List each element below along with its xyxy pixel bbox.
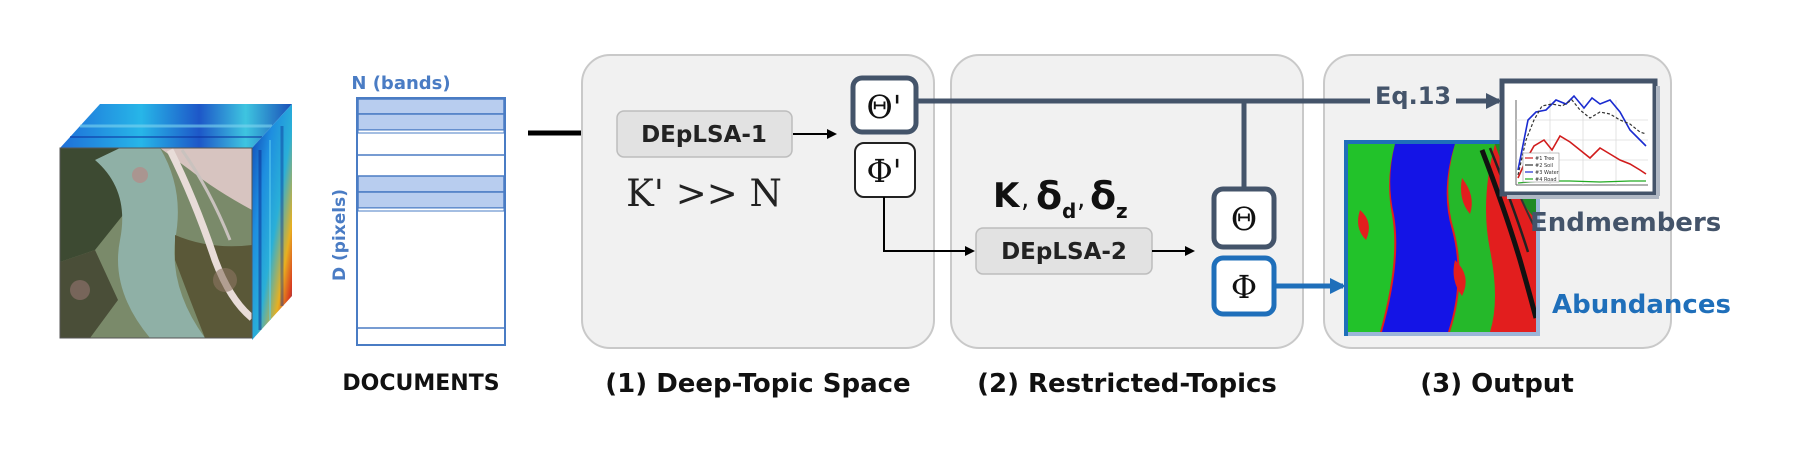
param-delta-d: δ <box>1036 174 1062 218</box>
svg-text:#1 Tree: #1 Tree <box>1535 156 1554 162</box>
svg-text:z: z <box>1116 199 1128 223</box>
panel-restricted-topics: K , δ d , δ z DEpLSA-2 Θ Φ (2) Restricte… <box>950 54 1304 399</box>
endmember-tree-line <box>1517 134 1647 179</box>
panel-2-caption: (2) Restricted-Topics <box>977 369 1277 399</box>
svg-text:,: , <box>1021 184 1029 214</box>
abundances-label: Abundances <box>1552 290 1731 320</box>
band-row <box>357 113 505 131</box>
documents-label: DOCUMENTS <box>342 371 499 396</box>
hyperspectral-cube <box>59 104 292 340</box>
eq13-label: Eq.13 <box>1375 82 1451 110</box>
cube-front-face-image <box>60 148 252 338</box>
deplsa-1-block <box>616 110 793 158</box>
endmember-soil-line <box>1517 99 1647 176</box>
band-row <box>357 175 505 193</box>
abundance-map <box>1344 140 1540 336</box>
theta-prime-label: Θ' <box>866 88 901 126</box>
panel-deep-topic-space: DEpLSA-1 K' >> N Θ' Φ' (1) Deep-Topic Sp… <box>581 54 935 399</box>
endmembers-chart: #1 Tree #2 Soil #3 Water #4 Road <box>1499 78 1660 199</box>
panel-1-caption: (1) Deep-Topic Space <box>605 369 910 399</box>
phi-label: Φ <box>1231 268 1257 306</box>
documents-matrix: N (bands) D (pixels) DOCUMENTS <box>330 73 506 396</box>
endmembers-label: Endmembers <box>1530 208 1721 238</box>
panel-3-caption: (3) Output <box>1420 369 1574 399</box>
k-prime-condition: K' >> N <box>626 172 782 215</box>
theta-prime-node <box>850 75 919 135</box>
band-row <box>357 98 505 115</box>
svg-text:#3 Water: #3 Water <box>1535 170 1560 176</box>
svg-text:d: d <box>1062 199 1076 223</box>
bands-label: N (bands) <box>351 73 450 94</box>
deplsa-2-label: DEpLSA-2 <box>1001 239 1127 265</box>
deplsa-1-label: DEpLSA-1 <box>641 122 767 148</box>
svg-text:#4 Road: #4 Road <box>1535 177 1557 183</box>
param-delta-z: δ <box>1090 174 1116 218</box>
band-row <box>357 191 505 209</box>
cube-side-face <box>252 104 292 340</box>
param-k: K <box>993 176 1021 216</box>
phi-prime-to-deplsa-2-connector <box>883 197 975 256</box>
phi-prime-label: Φ' <box>866 152 901 190</box>
svg-text:,: , <box>1077 184 1085 214</box>
svg-text:#2 Soil: #2 Soil <box>1535 163 1553 169</box>
theta-label: Θ <box>1231 200 1257 238</box>
pixels-label: D (pixels) <box>330 189 350 281</box>
